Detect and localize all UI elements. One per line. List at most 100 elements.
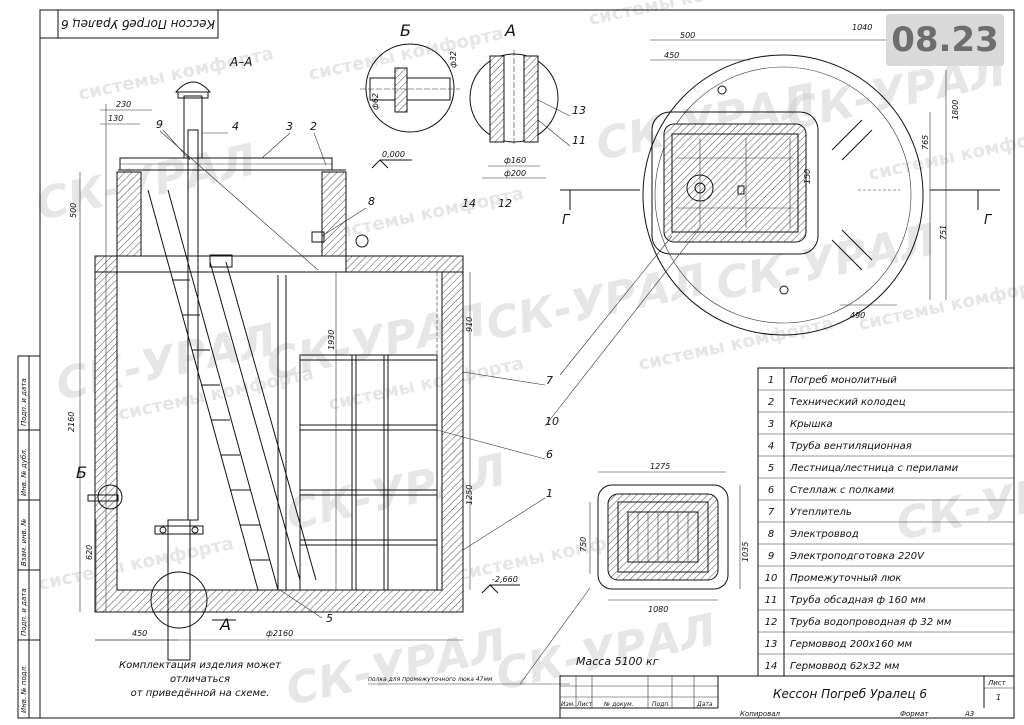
drawing-code: 08.23	[891, 20, 999, 60]
legend-text: Гермоввод 200х160 мм	[790, 639, 913, 650]
detail-views: Б А ф62 ф32 ф160 ф200 13 11	[360, 21, 586, 179]
legend-text: Лестница/лестница с перилами	[789, 463, 959, 474]
dim-1800: 1800	[951, 100, 960, 120]
legend-num: 1	[768, 375, 774, 386]
callout-13: 13	[572, 104, 586, 117]
drawing-code-badge: 08.23	[886, 14, 1004, 66]
dim-d2160: ф2160	[266, 629, 293, 638]
legend-num: 5	[768, 463, 774, 474]
dim-450-plan: 450	[664, 51, 679, 60]
legend-text: Промежуточный люк	[790, 573, 901, 584]
watermark-tagline: системы комфорта	[587, 0, 786, 30]
dim-500-plan: 500	[680, 31, 695, 40]
mass-note: Масса 5100 кг	[576, 655, 659, 668]
legend-num: 3	[768, 419, 774, 430]
callout-10: 10	[545, 415, 559, 428]
legend-text: Погреб монолитный	[790, 374, 897, 386]
legend-text: Утеплитель	[790, 507, 852, 518]
shelving	[299, 354, 438, 591]
dim-2160: 2160	[67, 412, 76, 432]
callout-7: 7	[546, 374, 553, 387]
watermark-brand: СК-УРАЛ	[32, 134, 261, 230]
callout-3: 3	[286, 120, 293, 133]
tb-copied: Копировал	[740, 710, 781, 718]
dim-130: 130	[108, 114, 123, 123]
dim-450: 450	[132, 629, 147, 638]
dim-230: 230	[116, 100, 131, 109]
dim-910: 910	[465, 317, 474, 332]
title-stamp-inverted: Кессон Погреб Уралец 6	[39, 9, 219, 39]
watermark-tagline: системы комфорта	[77, 43, 276, 105]
legend-num: 2	[768, 397, 774, 408]
view-a-label: А	[504, 21, 516, 40]
inverted-title: Кессон Погреб Уралец 6	[61, 17, 215, 31]
dim-1930: 1930	[327, 330, 336, 350]
dim-1035: 1035	[741, 542, 750, 562]
callout-14: 14	[462, 197, 476, 210]
tb-podp: Подп.	[652, 701, 670, 708]
stamp-podp-data: Подп. и дата	[20, 588, 28, 636]
note-line-1: Комплектация изделия может	[119, 660, 282, 671]
dim-490: 490	[850, 311, 865, 320]
legend-text: Труба водопроводная ф 32 мм	[790, 616, 952, 628]
tb-list: Лист	[576, 701, 593, 708]
legend-text: Технический колодец	[790, 397, 906, 408]
watermark-tagline: системы комфорта	[37, 533, 236, 595]
dim-1040: 1040	[852, 23, 872, 32]
watermark-tagline: системы комфорта	[637, 313, 836, 375]
section-label: А–А	[229, 55, 252, 69]
watermark-tagline: системы комфорта	[867, 123, 1024, 185]
legend-num: 4	[768, 441, 774, 452]
casing-pipe	[167, 519, 191, 661]
callout-4: 4	[232, 120, 239, 133]
section-callouts: 9 4 3 2 8 14 12 5 7 6 1	[156, 118, 553, 625]
well-wall-left	[116, 171, 142, 257]
level-bottom: -2,660	[492, 575, 518, 584]
watermark-tagline: системы комфорта	[857, 273, 1024, 335]
dim-750: 750	[579, 537, 588, 552]
dim-1250: 1250	[465, 485, 474, 505]
legend-num: 14	[765, 661, 778, 672]
dim-1275: 1275	[650, 462, 670, 471]
note-line-3: от приведённой на схеме.	[131, 688, 270, 699]
tb-sheet-number: 1	[996, 693, 1001, 702]
view-a-bottom: А	[219, 615, 231, 634]
legend-text: Крышка	[790, 419, 833, 430]
hatch-plan: 1275 750 1035 1080	[579, 462, 750, 614]
dim-d160: ф160	[504, 156, 526, 165]
vent-pipe	[187, 129, 199, 521]
view-g-left: Г	[562, 213, 571, 228]
stamp-podp-data-2: Подп. и дата	[20, 378, 28, 426]
callout-1: 1	[546, 487, 553, 500]
callout-11: 11	[572, 134, 586, 147]
section-dimensions: 230 130 500 2160 620 450 ф2160 1930 910 …	[67, 100, 474, 641]
view-b-side: Б	[76, 463, 87, 482]
tb-data: Дата	[696, 701, 713, 708]
legend-num: 6	[768, 485, 774, 496]
plan-outer-circle	[642, 54, 924, 336]
callout-6: 6	[546, 448, 553, 461]
note-line-2: отличаться	[170, 674, 230, 685]
dim-751: 751	[939, 225, 948, 240]
legend-num: 11	[765, 595, 778, 606]
legend-text: Электроподготовка 220V	[789, 551, 925, 562]
plan-well	[651, 111, 819, 255]
well-wall-right	[321, 171, 347, 257]
legend-num: 10	[765, 573, 778, 584]
stamp-inv-dubl: Инв. № дубл.	[20, 448, 28, 496]
view-g-right: Г	[984, 213, 993, 228]
callout-8: 8	[368, 195, 375, 208]
tb-format-value: А3	[964, 710, 974, 718]
dim-1080: 1080	[648, 605, 668, 614]
legend-text: Труба обсадная ф 160 мм	[790, 594, 926, 606]
watermark-brand: СК-УРАЛ	[282, 619, 511, 715]
stamp-vzam: Взам. инв. №	[20, 518, 28, 566]
legend-num: 12	[765, 617, 778, 628]
vent-pipe-top	[183, 95, 203, 159]
tb-format-label: Формат	[900, 710, 929, 718]
legend-text: Стеллаж с полками	[790, 485, 894, 496]
level-top: 0,000	[382, 150, 405, 159]
tb-dokum: № докум.	[603, 701, 634, 708]
legend-num: 13	[765, 639, 778, 650]
dim-150: 150	[803, 169, 812, 184]
